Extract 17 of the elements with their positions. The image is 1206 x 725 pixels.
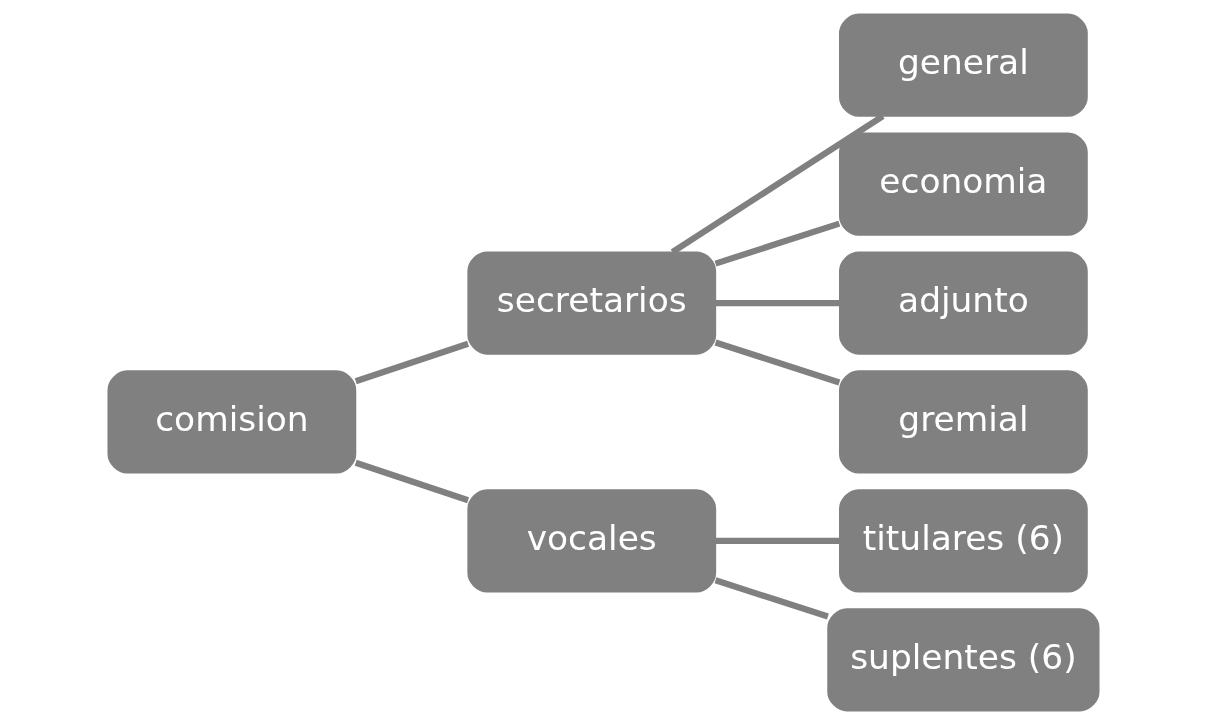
node-box: general bbox=[838, 13, 1088, 117]
node-box: comision bbox=[107, 370, 356, 474]
node-box: secretarios bbox=[466, 251, 716, 355]
connector bbox=[354, 459, 469, 504]
connector bbox=[714, 577, 829, 620]
node-box: suplentes (6) bbox=[826, 608, 1099, 712]
connector bbox=[715, 299, 839, 307]
node-box: vocales bbox=[466, 489, 716, 593]
connector bbox=[714, 339, 840, 386]
node-box: titulares (6) bbox=[838, 489, 1088, 593]
connector bbox=[715, 537, 839, 544]
node-box: adjunto bbox=[838, 251, 1088, 355]
connector bbox=[670, 113, 885, 255]
connector bbox=[714, 220, 840, 267]
connector bbox=[354, 340, 469, 385]
node-box: economia bbox=[838, 132, 1088, 236]
node-box: gremial bbox=[838, 370, 1088, 474]
